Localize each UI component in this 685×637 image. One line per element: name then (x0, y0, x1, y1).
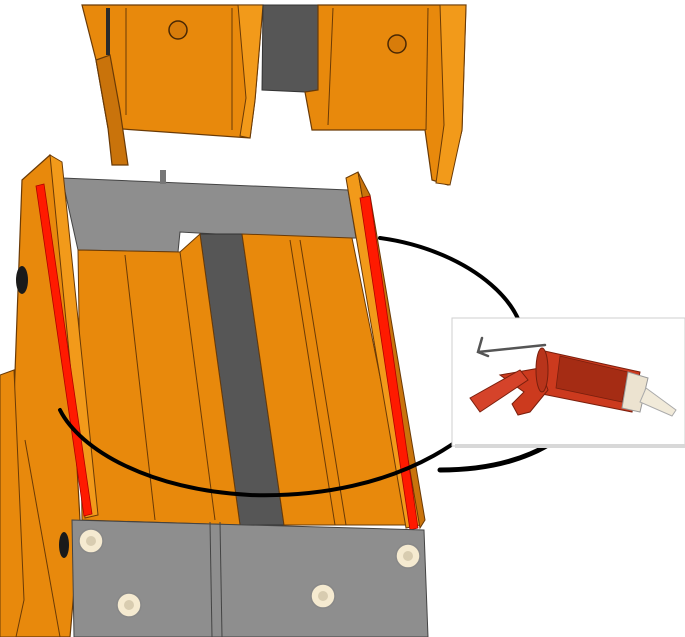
upper-center-channel (262, 5, 318, 92)
bolt-hole-center (403, 551, 413, 561)
bolt-hole (169, 21, 187, 39)
side-knob (16, 266, 28, 294)
alignment-pin (160, 170, 166, 184)
bolt-hole (388, 35, 406, 53)
bolt-hole-center (124, 600, 134, 610)
callout-shadow (455, 444, 685, 448)
callout-box (452, 318, 685, 448)
upper-section (82, 5, 466, 185)
lower-section (0, 155, 428, 637)
bolt-hole-center (318, 591, 328, 601)
side-knob (59, 532, 69, 558)
bolt-hole-center (86, 536, 96, 546)
lower-front-plate (72, 520, 428, 637)
